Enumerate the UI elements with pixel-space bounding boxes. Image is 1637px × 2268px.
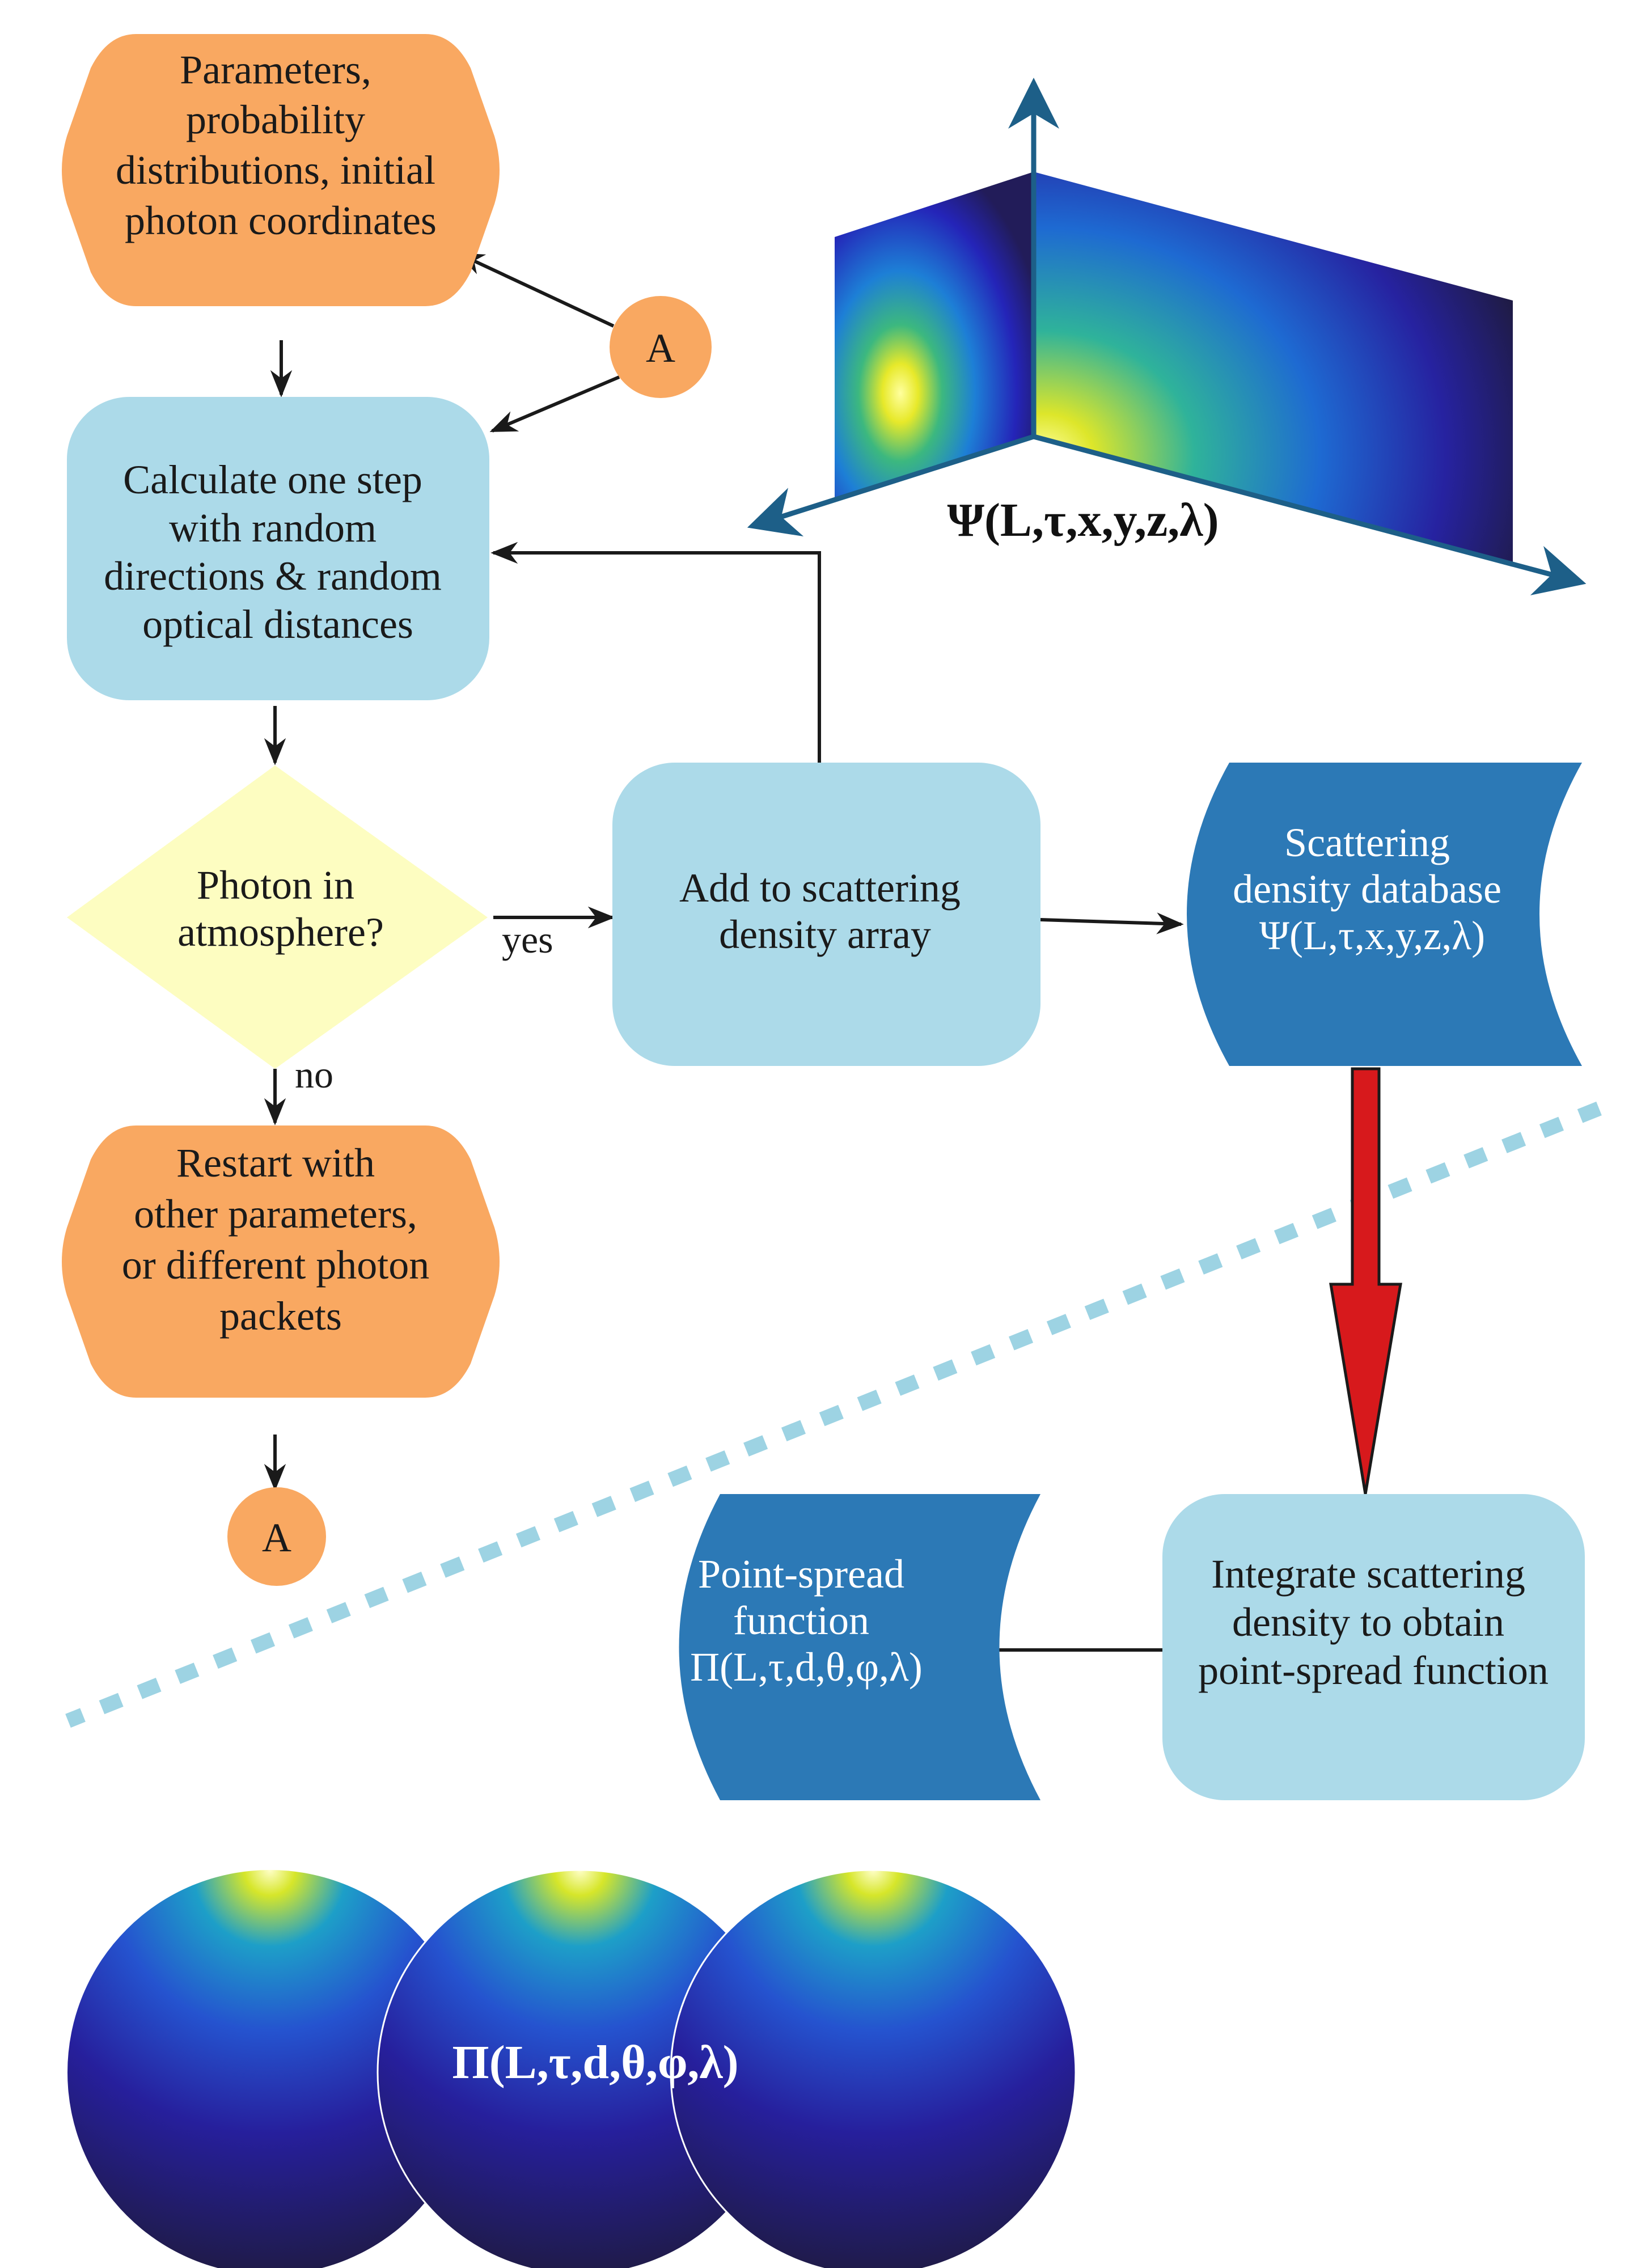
calculate-step-text: Calculate one step with random direction…	[104, 457, 452, 647]
psf-node: Point-spread function Π(L,τ,d,θ,φ,λ)	[679, 1494, 1040, 1800]
decision-text: Photon in atmosphere?	[177, 862, 384, 955]
restart-line-3: or different photon	[122, 1242, 430, 1288]
database-line-1: Scattering	[1284, 820, 1450, 865]
integrate-line-2: density to obtain	[1232, 1600, 1504, 1645]
database-line-2: density database	[1233, 866, 1501, 912]
add-array-node: Add to scattering density array	[612, 763, 1040, 1066]
calculate-line-4: optical distances	[142, 602, 413, 647]
integrate-line-1: Integrate scattering	[1211, 1551, 1525, 1597]
psf-line-3: Π(L,τ,d,θ,φ,λ)	[690, 1644, 923, 1690]
psf-disc-1	[67, 1870, 472, 2268]
decision-node: Photon in atmosphere?	[67, 765, 488, 1069]
restart-line-1: Restart with	[176, 1140, 375, 1186]
calculate-line-1: Calculate one step	[123, 457, 422, 502]
edge-a-to-calc	[489, 375, 620, 433]
database-node: Scattering density database Ψ(L,τ,x,y,z,…	[1187, 763, 1582, 1066]
psf-discs: Π(L,τ,d,θ,φ,λ)	[67, 1869, 1077, 2268]
restart-line-2: other parameters,	[134, 1191, 417, 1237]
decision-line-1: Photon in	[197, 862, 354, 908]
edge-add-to-database	[1040, 912, 1184, 934]
heatmap-back-plane	[835, 172, 1034, 497]
x-axis	[747, 434, 1035, 537]
edge-add-loop-to-calc	[490, 541, 821, 765]
parameters-node: Parameters, probability distributions, i…	[62, 34, 500, 306]
psf-line-2: function	[733, 1598, 869, 1643]
integrate-text: Integrate scattering density to obtain p…	[1198, 1551, 1549, 1693]
parameters-line-4: photon coordinates	[125, 198, 437, 243]
add-array-line-1: Add to scattering	[679, 865, 961, 911]
integrate-node: Integrate scattering density to obtain p…	[1162, 1494, 1585, 1800]
parameters-line-1: Parameters,	[180, 47, 371, 92]
pi-plot-label: Π(L,τ,d,θ,φ,λ)	[452, 2036, 738, 2089]
dotted-separator	[65, 1101, 1602, 1728]
decision-line-2: atmosphere?	[177, 909, 384, 955]
restart-line-4: packets	[219, 1293, 342, 1339]
red-flow-arrow	[1329, 1067, 1402, 1495]
psf-disc-3	[670, 1869, 1077, 2268]
database-line-3: Ψ(L,τ,x,y,z,λ)	[1259, 913, 1485, 958]
psi-plot-label: Ψ(L,τ,x,y,z,λ)	[947, 494, 1219, 547]
edge-label-yes: yes	[502, 918, 553, 961]
edge-label-no: no	[295, 1053, 333, 1096]
edge-a-to-params	[456, 252, 615, 328]
y-axis	[1033, 434, 1587, 595]
restart-node: Restart with other parameters, or differ…	[62, 1125, 500, 1398]
parameters-line-2: probability	[186, 97, 365, 142]
integrate-line-3: point-spread function	[1198, 1648, 1549, 1693]
calculate-line-3: directions & random	[104, 553, 442, 599]
add-array-text: Add to scattering density array	[679, 865, 971, 957]
connector-a-top: A	[610, 296, 712, 398]
parameters-line-3: distributions, initial	[116, 147, 435, 193]
psf-text: Point-spread function Π(L,τ,d,θ,φ,λ)	[690, 1551, 923, 1690]
edges	[264, 252, 1184, 1661]
calculate-line-2: with random	[169, 505, 377, 551]
scattering-density-plot: Ψ(L,τ,x,y,z,λ)	[747, 78, 1587, 595]
restart-text: Restart with other parameters, or differ…	[122, 1140, 440, 1339]
connector-a-bottom: A	[227, 1487, 326, 1586]
parameters-shape	[62, 34, 500, 306]
psf-line-1: Point-spread	[698, 1551, 904, 1597]
calculate-step-node: Calculate one step with random direction…	[67, 397, 489, 700]
database-text: Scattering density database Ψ(L,τ,x,y,z,…	[1233, 820, 1512, 958]
connector-a-top-label: A	[646, 325, 675, 371]
connector-a-bottom-label: A	[262, 1515, 291, 1560]
parameters-text: Parameters, probability distributions, i…	[116, 47, 446, 243]
add-array-line-2: density array	[719, 912, 931, 957]
